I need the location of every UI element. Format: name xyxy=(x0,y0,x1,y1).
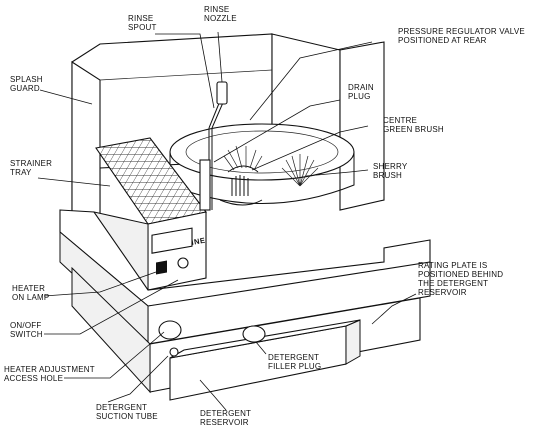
sherry-brush xyxy=(281,154,319,187)
onoff-switch[interactable] xyxy=(156,260,167,275)
wash-basin xyxy=(169,123,355,204)
label-pressure-regulator: PRESSURE REGULATOR VALVE POSITIONED AT R… xyxy=(398,27,527,45)
label-heater-adjust: HEATER ADJUSTMENT ACCESS HOLE xyxy=(4,365,97,383)
labels: RINSE SPOUT RINSE NOZZLE PRESSURE REGULA… xyxy=(4,5,527,427)
heater-lamp xyxy=(177,257,189,269)
detergent-reservoir-drawer xyxy=(169,319,361,401)
label-rinse-nozzle: RINSE NOZZLE xyxy=(204,5,237,23)
label-onoff-switch: ON/OFF SWITCH xyxy=(10,321,44,339)
rinse-nozzle xyxy=(216,81,228,105)
centre-green-brush xyxy=(219,145,263,206)
leader-lines xyxy=(37,31,417,411)
label-detergent-suction: DETERGENT SUCTION TUBE xyxy=(96,403,158,421)
label-rating-plate: RATING PLATE IS POSITIONED BEHIND THE DE… xyxy=(418,261,506,297)
label-splash-guard: SPLASH GUARD xyxy=(10,75,45,93)
label-sherry-brush: SHERRY BRUSH xyxy=(373,162,410,180)
drain-plug-stem xyxy=(199,159,211,211)
suction-tube-fitting xyxy=(169,347,179,357)
detergent-filler-plug[interactable] xyxy=(242,325,266,343)
label-heater-lamp: HEATER ON LAMP xyxy=(12,284,49,302)
label-centre-brush: CENTRE GREEN BRUSH xyxy=(383,116,444,134)
label-strainer-tray: STRAINER TRAY xyxy=(10,159,55,177)
label-detergent-reservoir: DETERGENT RESERVOIR xyxy=(200,409,253,427)
label-detergent-filler: DETERGENT FILLER PLUG xyxy=(268,353,321,371)
label-drain-plug: DRAIN PLUG xyxy=(348,83,376,101)
label-rinse-spout: RINSE SPOUT xyxy=(128,14,157,32)
heater-adjustment-hole xyxy=(158,320,182,340)
